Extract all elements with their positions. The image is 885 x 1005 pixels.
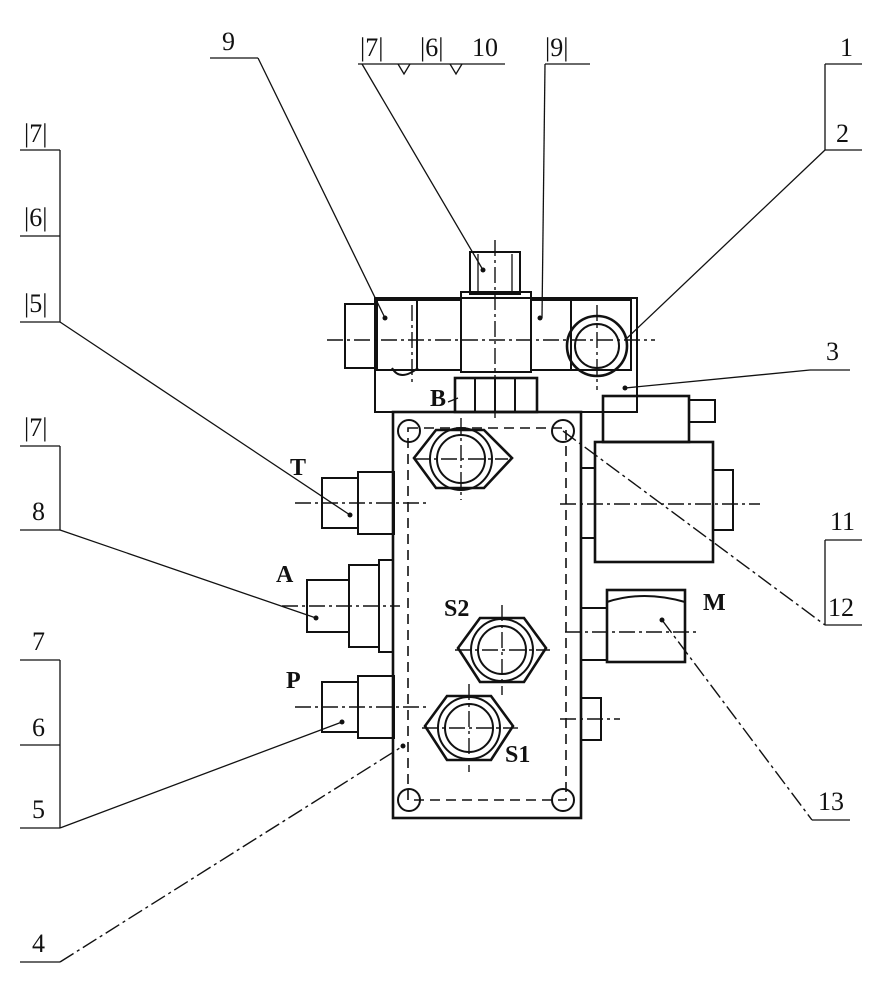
port-label-s1: S1	[505, 742, 530, 768]
port-label-s2: S2	[444, 596, 469, 622]
port-t-fitting	[295, 471, 430, 535]
top-manifold	[327, 291, 655, 413]
leader-lines	[20, 57, 862, 963]
callout-labels: 9 |7| |6| 10 |9| 1 2 3 11 12 13 |7| |6| …	[24, 27, 855, 958]
port-p-fitting	[295, 675, 430, 739]
port-m-fitting	[565, 588, 700, 664]
solenoid-coil	[560, 394, 760, 564]
port-label-p: P	[286, 668, 301, 694]
port-label-a: A	[276, 562, 294, 588]
callout-8: 8	[32, 497, 45, 526]
callout-2: 2	[836, 119, 849, 148]
callout-6-top: |6|	[420, 33, 443, 62]
callout-4: 4	[32, 929, 45, 958]
callout-6-left: |6|	[24, 203, 47, 232]
port-labels: T A P B M S2 S1	[276, 386, 726, 768]
callout-7-mid: |7|	[24, 413, 47, 442]
port-label-t: T	[290, 455, 306, 481]
callout-9-top: |9|	[545, 33, 568, 62]
callout-6-bottom: 6	[32, 713, 45, 742]
callout-12: 12	[828, 593, 854, 622]
callout-5-bottom: 5	[32, 795, 45, 824]
port-label-m: M	[703, 590, 726, 616]
callout-7-top: |7|	[360, 33, 383, 62]
callout-11: 11	[830, 507, 855, 536]
main-valve-body	[391, 410, 583, 820]
callout-5-left: |5|	[24, 289, 47, 318]
callout-3: 3	[826, 337, 839, 366]
callout-7-bottom: 7	[32, 627, 45, 656]
callout-10: 10	[472, 33, 498, 62]
callout-1: 1	[840, 33, 853, 62]
callout-9-left: 9	[222, 27, 235, 56]
port-a-fitting	[282, 559, 400, 653]
hex-plug-s2	[455, 605, 550, 695]
hex-plug-top	[412, 418, 514, 500]
callout-13: 13	[818, 787, 844, 816]
lower-right-fitting	[560, 697, 620, 741]
hex-plug-s1	[422, 684, 518, 772]
port-label-b: B	[430, 386, 446, 412]
callout-7-left: |7|	[24, 119, 47, 148]
port-b-fitting	[453, 376, 539, 414]
